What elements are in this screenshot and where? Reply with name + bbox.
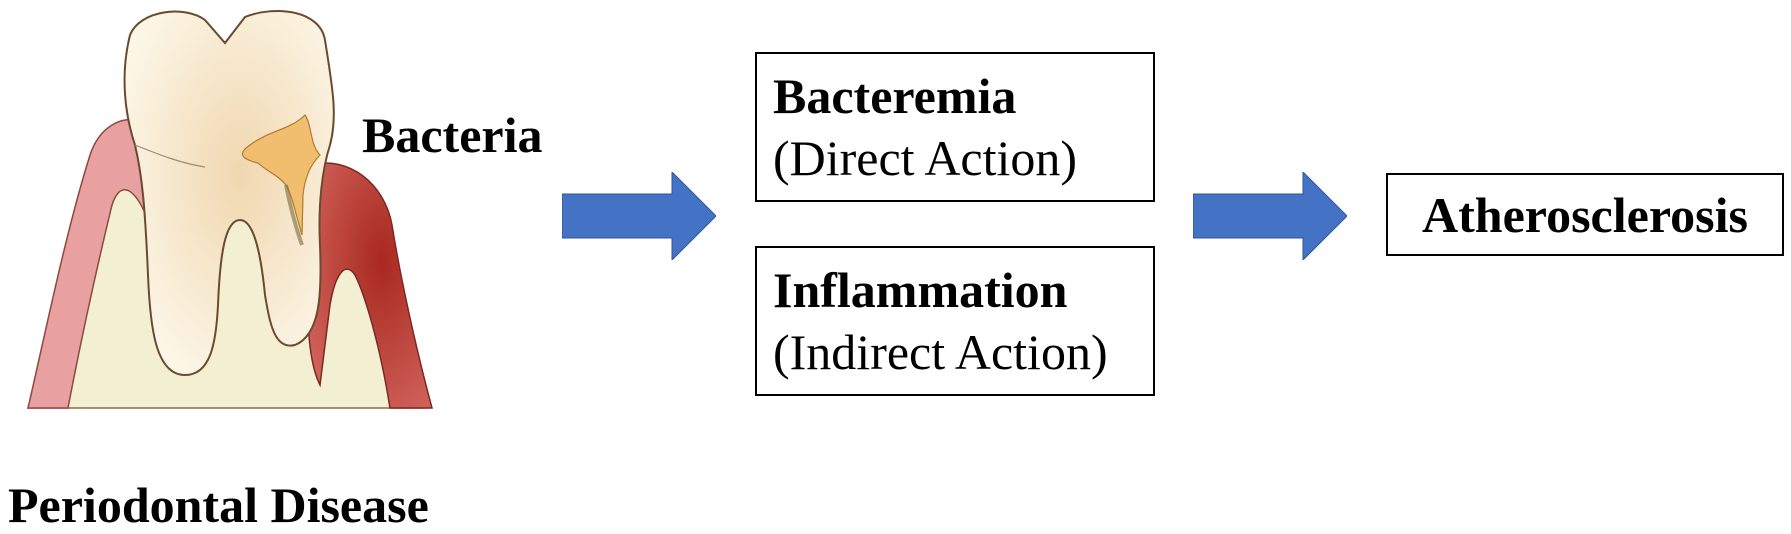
periodontal-disease-label: Periodontal Disease <box>8 477 429 533</box>
plaque-shape <box>241 114 321 236</box>
atherosclerosis-box: Atherosclerosis <box>1386 173 1784 256</box>
bacteremia-title: Bacteremia <box>773 68 1017 124</box>
right-arrow-icon <box>1193 172 1347 260</box>
tooth-icon <box>26 10 433 409</box>
atherosclerosis-label: Atherosclerosis <box>1422 186 1748 243</box>
gum-inflamed <box>307 162 433 409</box>
inflammation-title: Inflammation <box>773 262 1068 318</box>
bacteria-label: Bacteria <box>362 107 543 163</box>
bacteremia-box: Bacteremia (Direct Action) <box>755 52 1155 202</box>
tooth-body <box>123 10 335 377</box>
right-arrow-icon <box>562 172 716 260</box>
inflammation-subtitle: (Indirect Action) <box>773 324 1108 380</box>
inflammation-box: Inflammation (Indirect Action) <box>755 246 1155 396</box>
bacteremia-subtitle: (Direct Action) <box>773 130 1078 186</box>
